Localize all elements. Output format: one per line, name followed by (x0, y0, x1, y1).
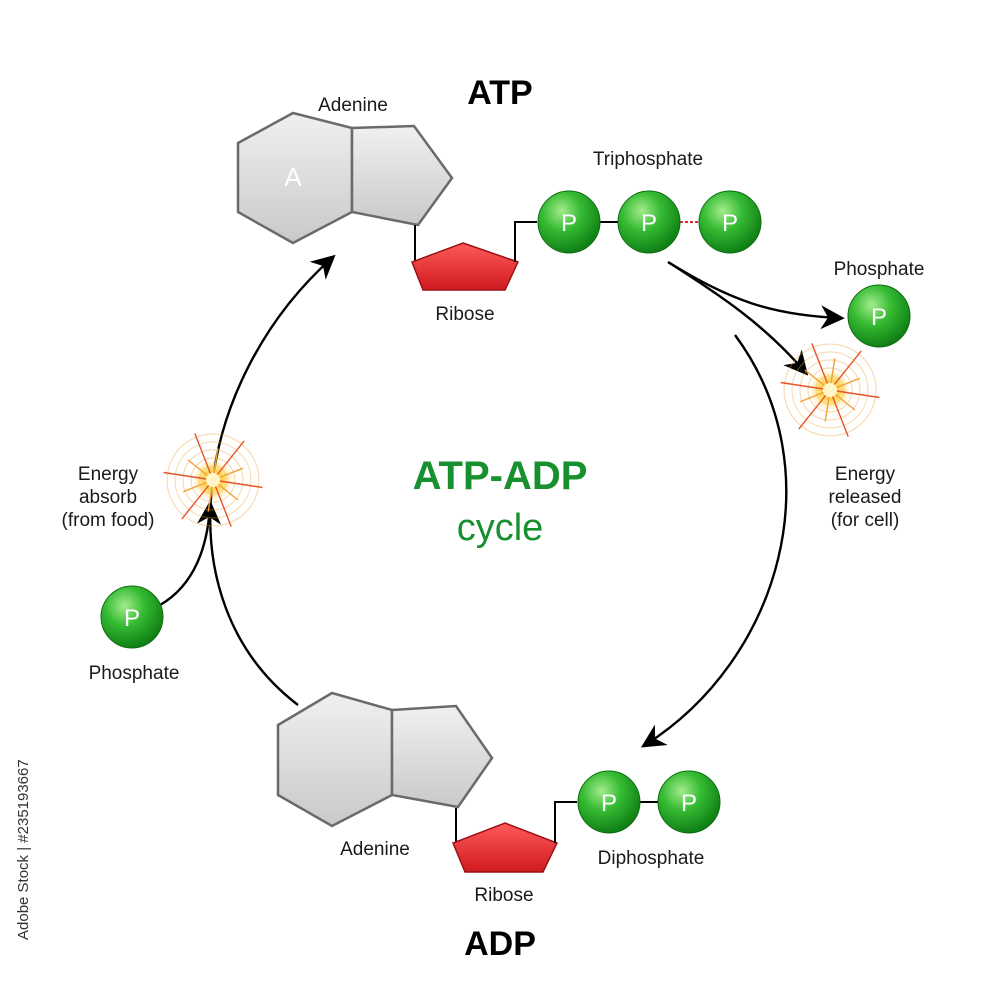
adp-phosphate-1-letter: P (601, 790, 617, 817)
energy-burst-absorbed-icon (163, 433, 263, 527)
released-group: Phosphate P Energy released (for cell) (780, 259, 925, 531)
atp-adenine-icon: A (236, 111, 454, 245)
adp-ribose-icon (452, 822, 559, 873)
atp-phosphate-1-letter: P (561, 210, 577, 237)
absorbed-phosphate-letter: P (124, 605, 140, 632)
absorbed-phosphate-label: Phosphate (89, 663, 180, 684)
atp-phosphate-2-letter: P (641, 210, 657, 237)
atp-ribose-phosphate-bond (514, 221, 537, 262)
adp-title: ADP (464, 925, 536, 963)
released-phosphate-letter: P (871, 304, 887, 331)
adp-ribose-phosphate-bond (554, 801, 577, 843)
adp-molecule: Adenine Ribose P P Diphosphate ADP (276, 691, 721, 963)
adp-phosphate-2-icon: P (657, 770, 721, 834)
center-subtitle: cycle (457, 507, 544, 549)
atp-molecule: ATP Adenine A Ribose Triphosphate P P P (236, 74, 762, 325)
arc-atp-to-adp (640, 334, 788, 748)
atp-triphosphate-label: Triphosphate (593, 149, 703, 170)
branch-from-phosphate (159, 500, 222, 607)
atp-adenine-label: Adenine (318, 95, 388, 116)
atp-ribose-icon (411, 242, 520, 291)
energy-released-line-1: Energy (835, 464, 896, 485)
energy-released-line-2: released (829, 487, 902, 508)
branch-to-energy (667, 260, 809, 376)
stock-watermark: Adobe Stock | #235193667 (15, 759, 32, 940)
energy-absorb-line-3: (from food) (62, 510, 155, 531)
atp-phosphate-3-letter: P (722, 210, 738, 237)
atp-title: ATP (467, 74, 532, 112)
atp-phosphate-2-icon: P (617, 190, 681, 254)
energy-burst-released-icon (780, 343, 880, 437)
branch-to-phosphate (667, 260, 845, 330)
adp-ribose-label: Ribose (474, 885, 533, 906)
adp-adenine-icon (276, 691, 494, 828)
atp-phosphate-3-icon: P (698, 190, 762, 254)
energy-released-line-3: (for cell) (831, 510, 900, 531)
adp-diphosphate-label: Diphosphate (598, 848, 705, 869)
released-phosphate-label: Phosphate (834, 259, 925, 280)
energy-absorb-line-2: absorb (79, 487, 137, 508)
center-title: ATP-ADP (413, 454, 588, 498)
atp-phosphate-1-icon: P (537, 190, 601, 254)
absorbed-group: Energy absorb (from food) P Phosphate (62, 433, 263, 684)
absorbed-phosphate-icon: P (100, 585, 164, 649)
adp-adenine-label: Adenine (340, 839, 410, 860)
adp-phosphate-1-icon: P (577, 770, 641, 834)
atp-ribose-label: Ribose (435, 304, 494, 325)
atp-adenine-letter: A (284, 162, 302, 192)
adp-phosphate-2-letter: P (681, 790, 697, 817)
energy-absorb-line-1: Energy (78, 464, 139, 485)
released-phosphate-icon: P (847, 284, 911, 348)
cycle-arrows (159, 254, 845, 748)
